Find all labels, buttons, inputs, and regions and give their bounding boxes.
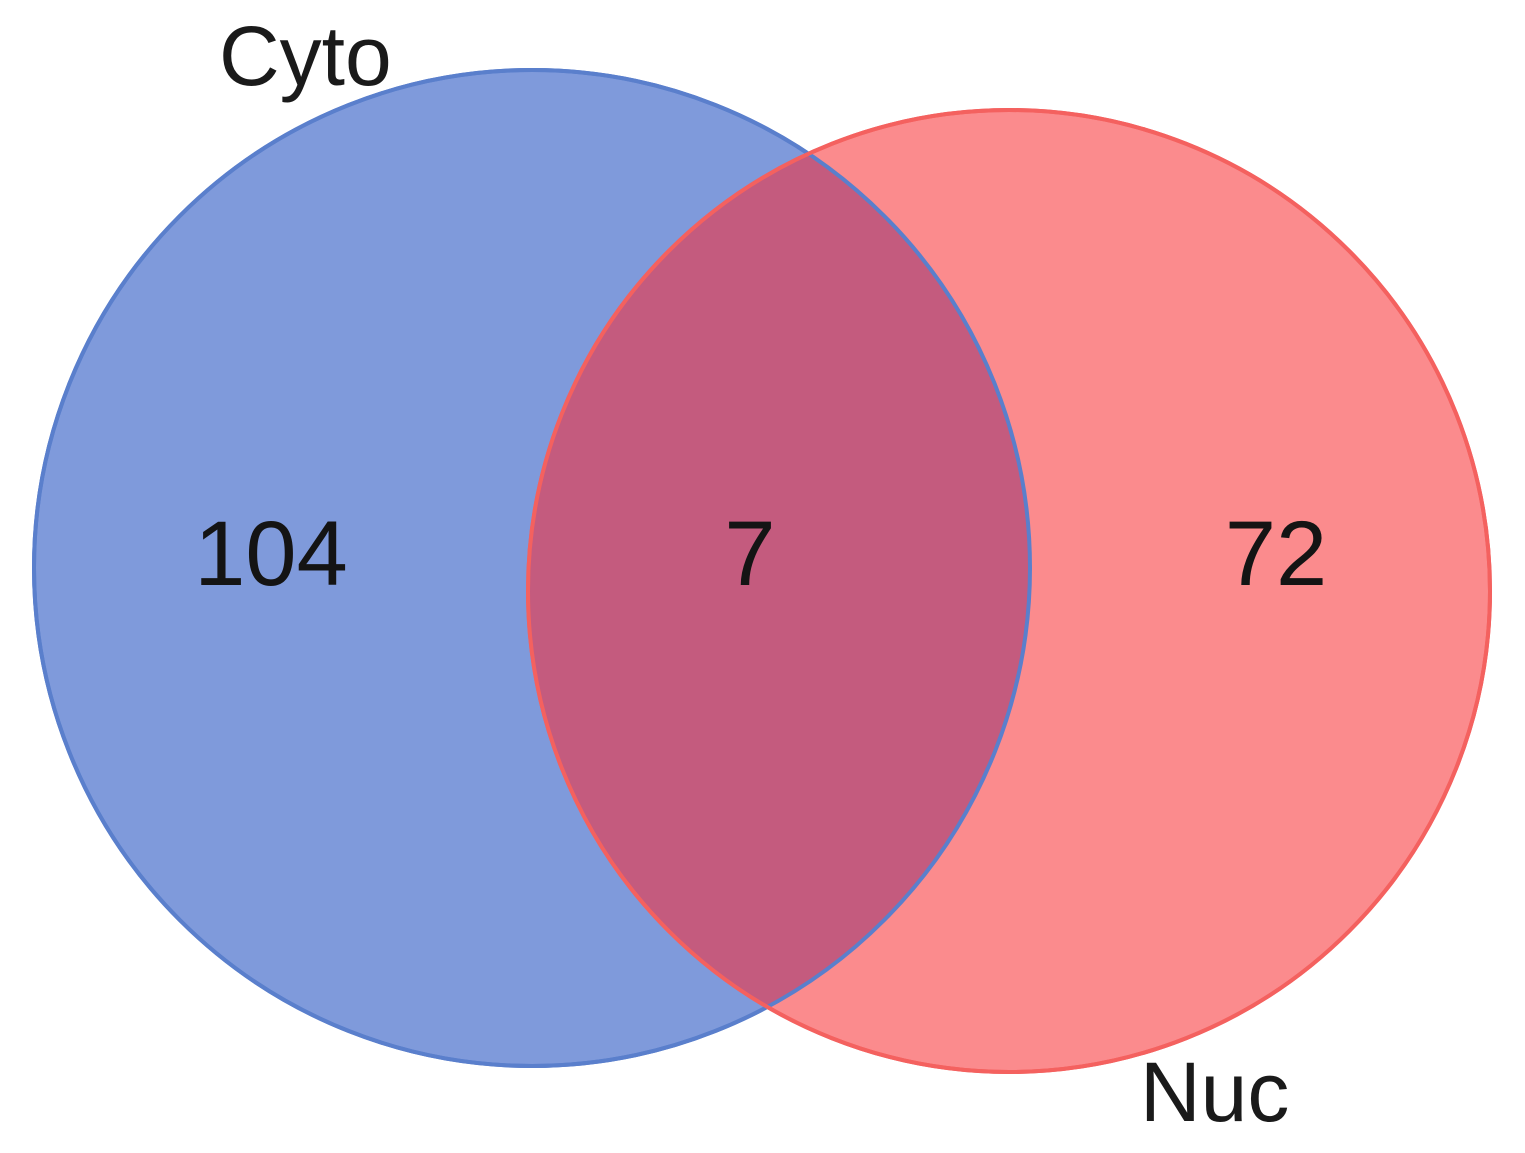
count-intersection: 7 [724,503,776,605]
venn-overlap-region[interactable] [528,110,1490,1072]
venn-circle-nuc-outline [526,108,1492,1074]
set-label-nuc: Nuc [1140,1045,1290,1139]
count-nuc-only: 72 [1224,503,1328,605]
set-label-cyto: Cyto [219,9,392,103]
venn-overlap-group [528,110,1490,1072]
count-cyto-only: 104 [194,503,348,605]
venn-circle-cyto-outline [32,68,1032,1068]
